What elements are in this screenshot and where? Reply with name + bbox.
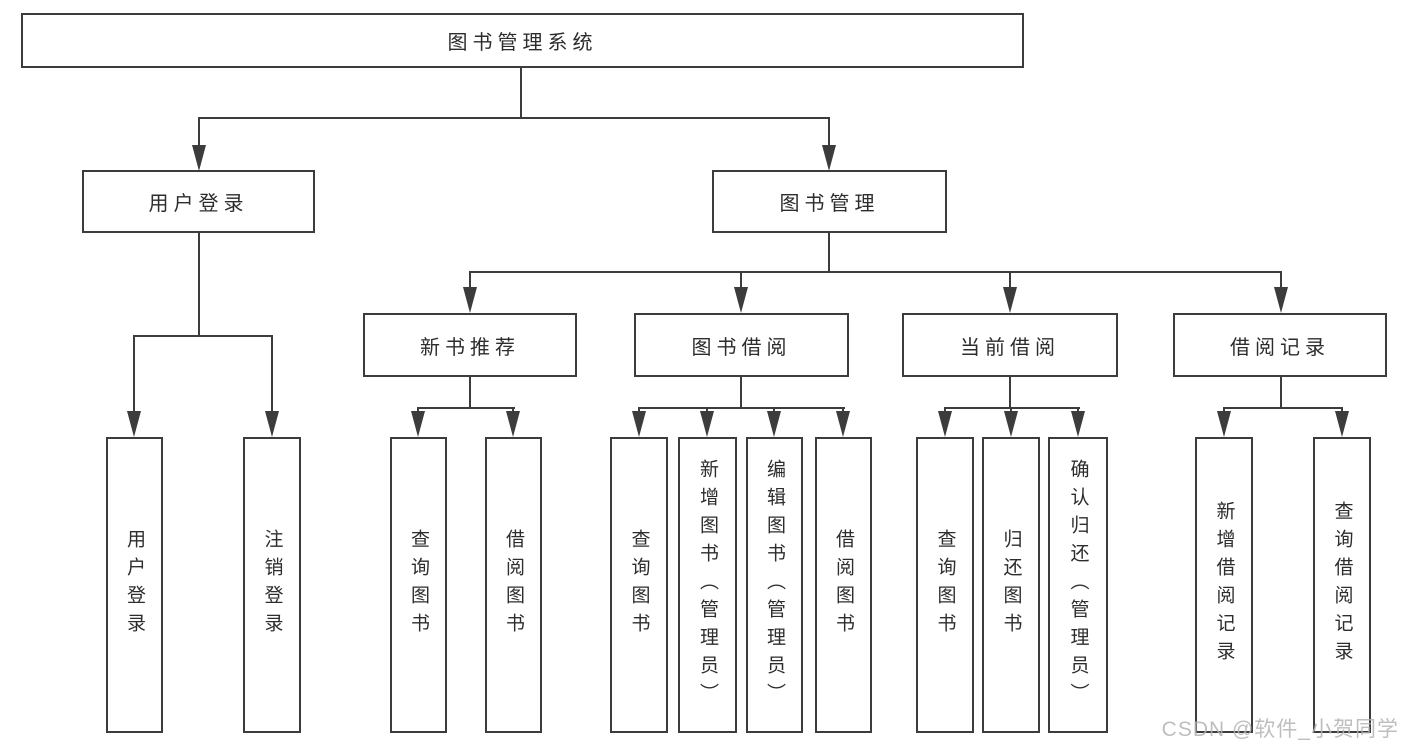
connector-borrowrecord-hbar (1223, 407, 1343, 409)
leaf-currentborrow-query-books-label: 查询图书 (934, 529, 956, 641)
leaf-bookborrow-borrow-books-label: 借阅图书 (833, 529, 854, 641)
leaf-user-login-label: 用户登录 (124, 529, 145, 641)
connector-newbook-hbar (417, 407, 515, 409)
arrowhead-book-management (822, 145, 836, 171)
leaf-newbook-borrow-books: 借阅图书 (485, 437, 542, 733)
leaf-borrowrecord-add-record: 新增借阅记录 (1195, 437, 1253, 733)
leaf-borrowrecord-query-record: 查询借阅记录 (1313, 437, 1371, 733)
arrowhead-bookborrow-borrow (836, 411, 850, 437)
arrowhead-leaf-user-login (127, 411, 141, 437)
connector-root-drop-left (198, 117, 200, 149)
leaf-newbook-borrow-books-label: 借阅图书 (503, 529, 524, 641)
leaf-bookborrow-add-books-admin: 新增图书（管理员） (678, 437, 737, 733)
leaf-currentborrow-return-books: 归还图书 (982, 437, 1040, 733)
node-borrow-record: 借阅记录 (1173, 313, 1387, 377)
connector-root-stem (520, 68, 522, 118)
node-current-borrow: 当前借阅 (902, 313, 1118, 377)
connector-root-drop-right (828, 117, 830, 149)
arrowhead-current-borrow (1003, 287, 1017, 313)
leaf-bookborrow-query-books: 查询图书 (610, 437, 668, 733)
leaf-currentborrow-confirm-return-admin-label: 确认归还（管理员） (1067, 459, 1089, 711)
arrowhead-borrowrecord-add (1217, 411, 1231, 437)
leaf-newbook-query-books-label: 查询图书 (408, 529, 429, 641)
node-new-book-recommend: 新书推荐 (363, 313, 577, 377)
connector-borrowrecord-stem (1280, 377, 1282, 408)
leaf-bookborrow-add-books-admin-label: 新增图书（管理员） (697, 459, 718, 711)
arrowhead-currentborrow-confirm (1071, 411, 1085, 437)
leaf-bookborrow-edit-books-admin: 编辑图书（管理员） (746, 437, 803, 733)
arrowhead-book-borrow (734, 287, 748, 313)
arrowhead-new-book (463, 287, 477, 313)
connector-userlogin-drop2 (271, 335, 273, 413)
leaf-logout: 注销登录 (243, 437, 301, 733)
connector-currentborrow-stem (1009, 377, 1011, 408)
leaf-borrowrecord-add-record-label: 新增借阅记录 (1213, 501, 1235, 669)
leaf-newbook-query-books: 查询图书 (390, 437, 447, 733)
connector-bookmgmt-drop4 (1280, 271, 1282, 289)
arrowhead-leaf-logout (265, 411, 279, 437)
connector-userlogin-stem (198, 233, 200, 336)
leaf-logout-label: 注销登录 (261, 529, 283, 641)
arrowhead-borrowrecord-query (1335, 411, 1349, 437)
leaf-borrowrecord-query-record-label: 查询借阅记录 (1331, 501, 1353, 669)
arrowhead-currentborrow-return (1004, 411, 1018, 437)
connector-bookborrow-hbar (638, 407, 845, 409)
node-book-borrow: 图书借阅 (634, 313, 849, 377)
leaf-currentborrow-confirm-return-admin: 确认归还（管理员） (1048, 437, 1108, 733)
connector-currentborrow-hbar (944, 407, 1080, 409)
arrowhead-user-login (192, 145, 206, 171)
connector-root-hbar (198, 117, 830, 119)
connector-bookmgmt-stem (828, 233, 830, 272)
connector-userlogin-hbar (133, 335, 273, 337)
node-library-management-system: 图书管理系统 (21, 13, 1024, 68)
arrowhead-bookborrow-add (700, 411, 714, 437)
csdn-watermark: CSDN @软件_小贺同学 (1161, 718, 1399, 741)
leaf-bookborrow-edit-books-admin-label: 编辑图书（管理员） (764, 459, 785, 711)
arrowhead-borrow-record (1274, 287, 1288, 313)
connector-userlogin-drop1 (133, 335, 135, 413)
leaf-user-login: 用户登录 (106, 437, 163, 733)
arrowhead-newbook-query (411, 411, 425, 437)
connector-bookmgmt-drop2 (740, 271, 742, 289)
leaf-currentborrow-return-books-label: 归还图书 (1000, 529, 1022, 641)
leaf-currentborrow-query-books: 查询图书 (916, 437, 974, 733)
connector-bookmgmt-hbar (469, 271, 1282, 273)
connector-bookborrow-stem (740, 377, 742, 408)
arrowhead-currentborrow-query (938, 411, 952, 437)
connector-bookmgmt-drop3 (1009, 271, 1011, 289)
connector-bookmgmt-drop1 (469, 271, 471, 289)
node-user-login: 用户登录 (82, 170, 315, 233)
arrowhead-bookborrow-query (632, 411, 646, 437)
connector-newbook-stem (469, 377, 471, 408)
arrowhead-bookborrow-edit (767, 411, 781, 437)
node-book-management: 图书管理 (712, 170, 947, 233)
leaf-bookborrow-borrow-books: 借阅图书 (815, 437, 872, 733)
leaf-bookborrow-query-books-label: 查询图书 (628, 529, 650, 641)
arrowhead-newbook-borrow (506, 411, 520, 437)
